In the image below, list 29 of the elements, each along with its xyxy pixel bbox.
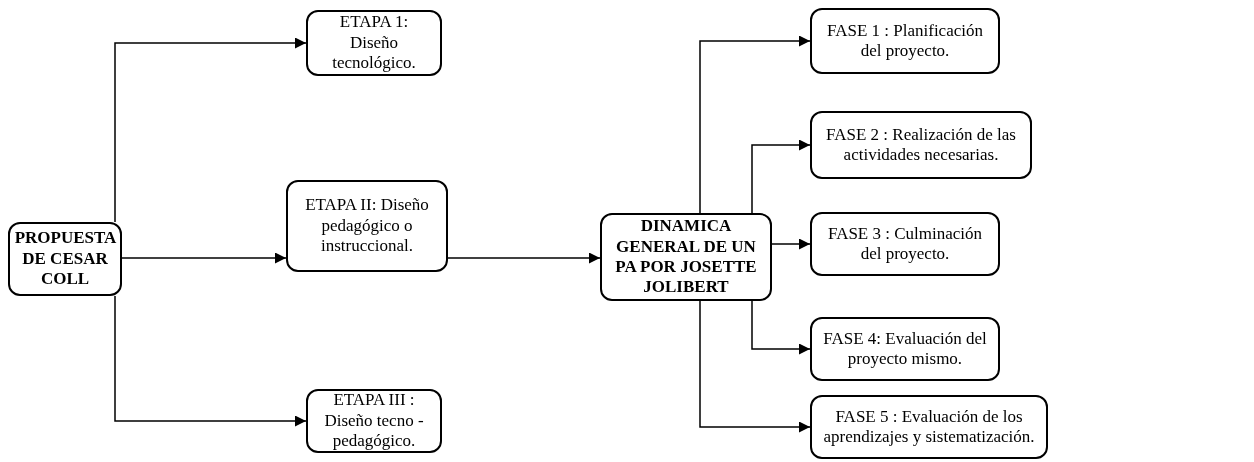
box-text: FASE 3 : Culminación del proyecto. [826, 223, 984, 265]
box-text: ETAPA II: Diseño pedagógico o instruccional. [304, 195, 430, 257]
arrow [114, 37, 307, 223]
box-text: ETAPA 1: Diseño tecnológico. [331, 12, 417, 74]
rounded-box [306, 10, 442, 76]
arrow [699, 300, 811, 433]
rounded-box [810, 395, 1048, 459]
rounded-box [306, 389, 442, 453]
rounded-box [810, 8, 1000, 74]
box-text: PROPUESTA DE CESAR COLL [14, 228, 116, 290]
rounded-box [286, 180, 448, 272]
arrow [121, 252, 287, 264]
box-text: FASE 5 : Evaluación de los aprendizajes y sistematización. [822, 406, 1036, 448]
box-text: ETAPA III : Diseño tecno - pedagógico. [323, 390, 425, 452]
rounded-box [600, 213, 772, 301]
arrow [751, 139, 811, 214]
arrow [699, 35, 811, 214]
box-text: FASE 2 : Realización de las actividades necesarias. [825, 124, 1017, 166]
rounded-box [810, 212, 1000, 276]
box-text: FASE 1 : Planificación del proyecto. [826, 20, 984, 62]
arrow [114, 295, 307, 427]
rounded-box [810, 111, 1032, 179]
box-text: DINAMICA GENERAL DE UN PA POR JOSETTE JOLIBERT [614, 216, 758, 298]
rounded-box [8, 222, 122, 296]
arrow [751, 300, 811, 355]
arrow [447, 252, 601, 264]
arrow [771, 238, 811, 250]
rounded-box [810, 317, 1000, 381]
box-text: FASE 4: Evaluación del proyecto mismo. [822, 328, 988, 370]
